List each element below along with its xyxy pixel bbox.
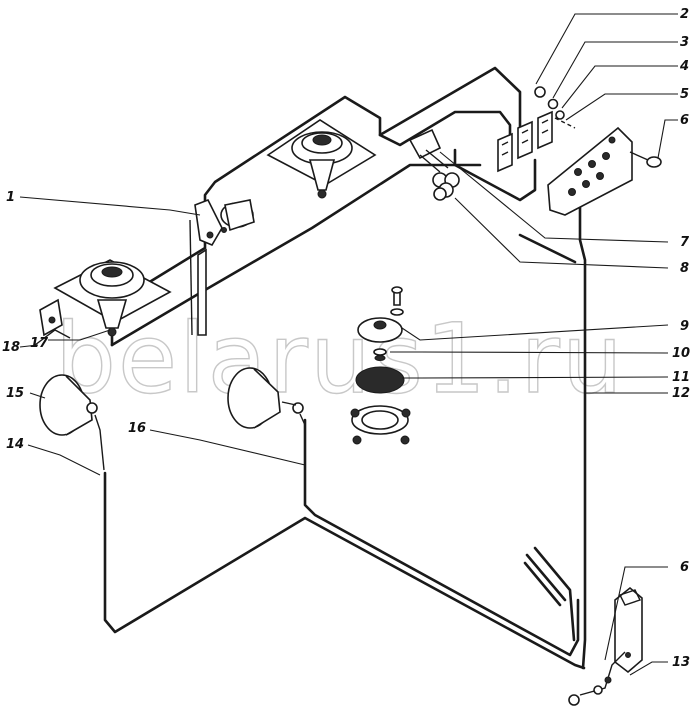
plug-connector (408, 128, 460, 201)
callout-17: 17 (30, 336, 49, 351)
fuse-switch-block (497, 86, 565, 173)
center-socket (266, 119, 377, 199)
callout-9: 9 (680, 319, 689, 334)
watermark: belarus1.ru (55, 303, 625, 415)
center-lamp-stack (350, 286, 411, 445)
lamp-left (39, 374, 105, 471)
callout-11: 11 (672, 370, 690, 385)
callout-6-bottom: 6 (680, 560, 689, 575)
screw-top (629, 151, 662, 168)
callout-16: 16 (128, 421, 146, 436)
callout-14: 14 (6, 437, 24, 452)
callout-5: 5 (680, 87, 689, 102)
socket-post (568, 586, 643, 706)
callout-6-top: 6 (680, 113, 689, 128)
callout-8: 8 (680, 261, 689, 276)
callout-15: 15 (6, 386, 24, 401)
callout-12: 12 (672, 386, 690, 401)
lamp-center (227, 367, 306, 429)
callout-1: 1 (6, 190, 15, 205)
main-harness (110, 66, 587, 670)
callout-10: 10 (672, 346, 690, 361)
callout-3: 3 (680, 35, 689, 50)
callout-18: 18 (2, 340, 20, 355)
callout-7: 7 (680, 235, 690, 250)
lower-harness (103, 418, 586, 670)
buzzer-relay-assembly (189, 198, 255, 336)
callout-labels: 1 2 3 4 5 6 7 8 9 10 11 12 6 13 14 15 16… (2, 7, 690, 670)
callout-4: 4 (679, 59, 689, 74)
callout-13: 13 (672, 655, 690, 670)
left-socket (34, 259, 172, 346)
callout-2: 2 (680, 7, 689, 22)
terminal-plate (547, 126, 633, 216)
leader-lines (19, 13, 678, 676)
